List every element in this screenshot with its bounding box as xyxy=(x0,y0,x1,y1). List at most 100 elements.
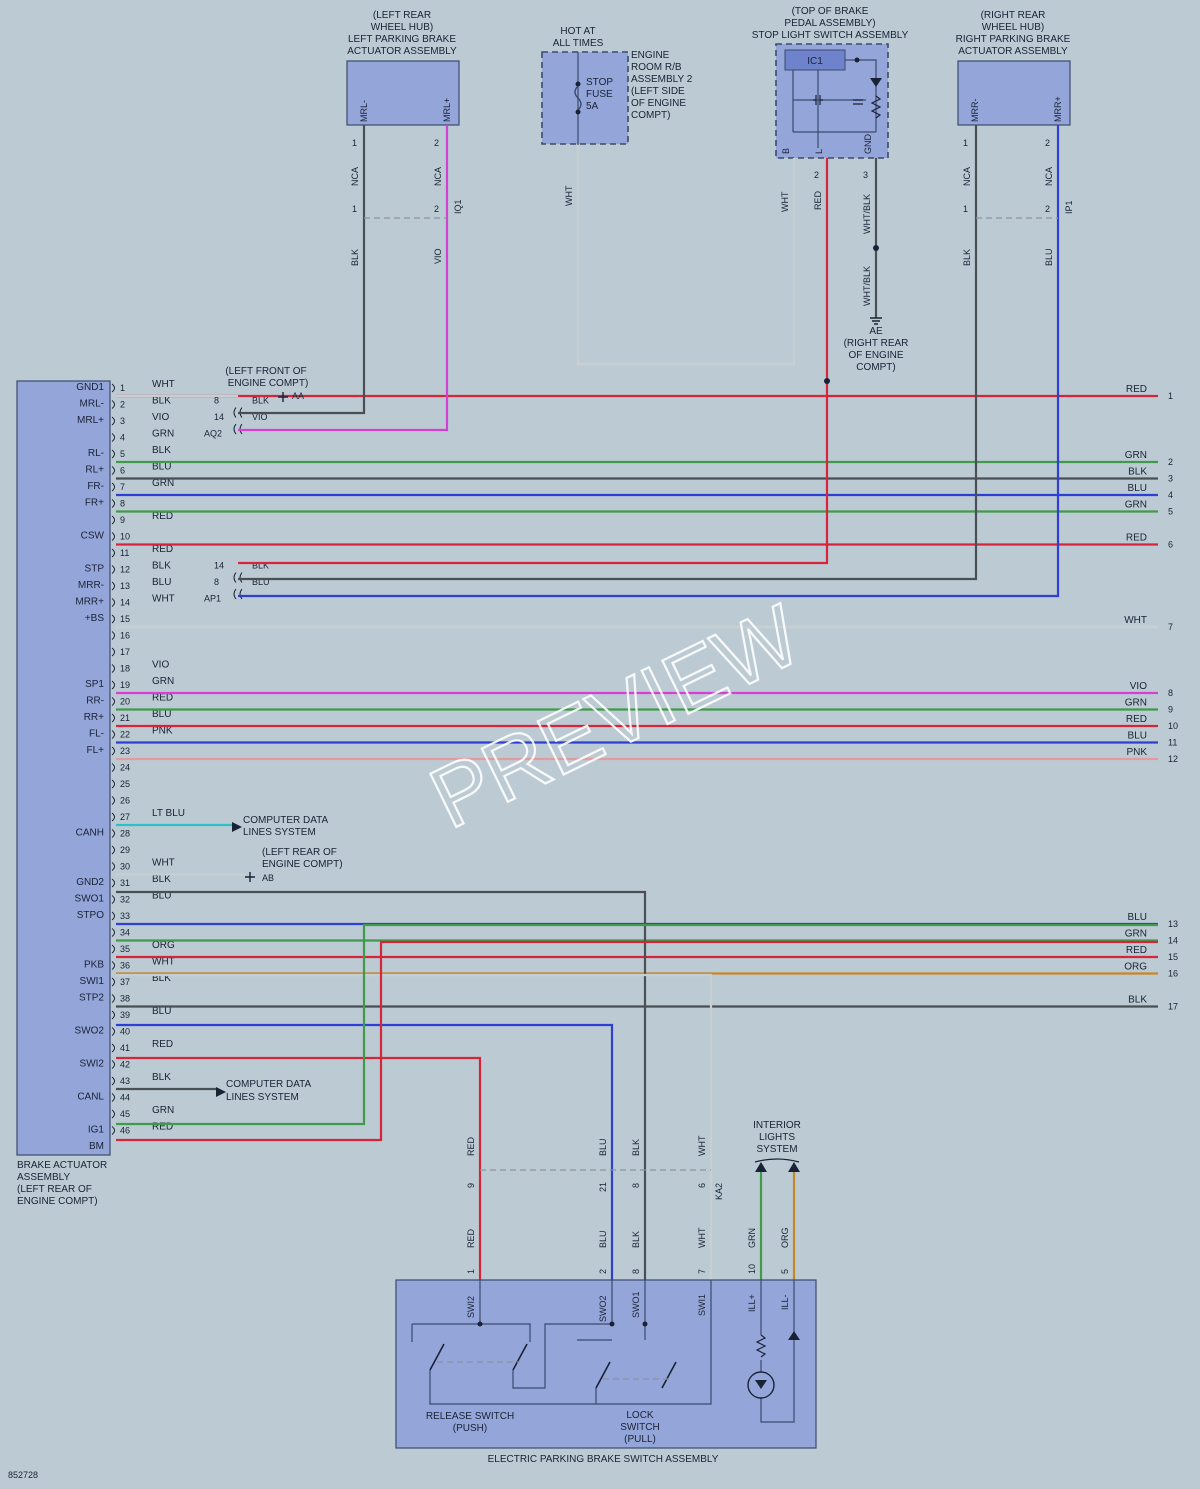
right-wire-number: 13 xyxy=(1168,919,1178,929)
fuse-node-bottom xyxy=(575,109,581,115)
ic1-label: IC1 xyxy=(807,56,823,67)
right-act-blu-label: BLU xyxy=(1044,248,1054,266)
connector-color: BLK xyxy=(252,396,269,406)
left-act-blk-label: BLK xyxy=(350,249,360,266)
ecu-pin-terminal xyxy=(111,680,115,690)
ecu-row-color: BLU xyxy=(152,891,171,902)
can-high-label-1: COMPUTER DATA xyxy=(243,815,329,826)
ecu-row-pin: 26 xyxy=(120,796,130,806)
arrow-icon xyxy=(216,1087,226,1097)
ecu-pin-label: PKB xyxy=(84,960,104,971)
ecu-row-color: LT BLU xyxy=(152,808,185,819)
stop-whtblk-label-1: WHT/BLK xyxy=(862,194,872,234)
ground-icon xyxy=(870,317,882,325)
relay-block-label-2: ROOM R/B xyxy=(631,62,682,73)
ecu-pin-terminal xyxy=(111,400,115,409)
right-act-blk-label: BLK xyxy=(962,249,972,266)
ecu-row-color: BLU xyxy=(152,462,171,473)
ecu-pin-label: RR- xyxy=(86,696,104,707)
ecu-row-color: WHT xyxy=(152,858,175,869)
ecu-pin-terminal xyxy=(111,730,115,739)
ecu-pin-terminal xyxy=(111,1027,115,1036)
right-wire-number: 11 xyxy=(1168,738,1177,748)
ecu-pin-label: CSW xyxy=(81,531,105,542)
ecu-row-pin: 6 xyxy=(120,466,125,476)
ecu-title-1: BRAKE ACTUATOR xyxy=(17,1160,107,1171)
ground-aa-id: AA xyxy=(292,391,304,401)
arrow-icon xyxy=(788,1162,800,1172)
right-wire-color: GRN xyxy=(1125,929,1147,940)
ecu-row-pin: 17 xyxy=(120,647,130,657)
right-actuator-title-3: RIGHT PARKING BRAKE xyxy=(956,34,1071,45)
ecu-row-pin: 43 xyxy=(120,1076,130,1086)
right-wire-color: RED xyxy=(1126,384,1147,395)
ecu-pin-label: SWI2 xyxy=(80,1059,105,1070)
ecu-pin-terminal xyxy=(111,1010,115,1020)
ecu-row-color: RED xyxy=(152,511,173,522)
right-wire-number: 2 xyxy=(1168,457,1173,467)
bottom-lower-pin-1: 1 xyxy=(466,1269,476,1274)
left-act-pin2: 2 xyxy=(434,138,439,148)
stop-switch-title-1: (TOP OF BRAKE xyxy=(792,6,869,17)
bottom-blu-label: BLU xyxy=(598,1138,608,1156)
ecu-row-pin: 33 xyxy=(120,911,130,921)
ecu-row-color: GRN xyxy=(152,429,174,440)
ground-icon xyxy=(245,872,255,882)
relay-block-label-1: ENGINE xyxy=(631,50,670,61)
right-actuator-title-2: WHEEL HUB) xyxy=(982,22,1044,33)
right-wire-number: 7 xyxy=(1168,622,1173,632)
ecu-pin-terminal xyxy=(111,713,115,723)
right-wire-color: WHT xyxy=(1124,615,1147,626)
right-wire-number: 6 xyxy=(1168,540,1173,550)
wire-swi1-wht xyxy=(116,973,713,1280)
ecu-row-color: GRN xyxy=(152,676,174,687)
ecu-pin-label: GND2 xyxy=(76,877,104,888)
ecu-row-pin: 45 xyxy=(120,1109,130,1119)
can-high-label-2: LINES SYSTEM xyxy=(243,827,316,838)
ecu-pin-terminal xyxy=(111,763,115,772)
right-wire-color: BLU xyxy=(1128,483,1147,494)
ecu-pin-label: CANH xyxy=(76,828,104,839)
switch-node xyxy=(642,1321,648,1327)
right-actuator-pin-mrr-minus: MRR- xyxy=(970,99,980,123)
ecu-row-color: WHT xyxy=(152,594,175,605)
ecu-row-pin: 36 xyxy=(120,961,130,971)
right-act-conn-pin1: 1 xyxy=(963,204,968,214)
left-actuator-pin-mrl-plus: MRL+ xyxy=(442,98,452,122)
left-actuator-title-3: LEFT PARKING BRAKE xyxy=(348,34,456,45)
switch-node xyxy=(854,57,860,63)
switch-icon xyxy=(429,1343,677,1389)
switch-pin-ill-minus: ILL- xyxy=(780,1294,790,1310)
ecu-row-pin: 16 xyxy=(120,631,130,641)
bottom-lower-blu: BLU xyxy=(598,1230,608,1248)
ecu-row-color: RED xyxy=(152,1039,173,1050)
stop-light-switch-assembly: (TOP OF BRAKE PEDAL ASSEMBLY) STOP LIGHT… xyxy=(752,6,909,159)
connector-cavity: 14 xyxy=(214,561,224,571)
ecu-pin-terminal xyxy=(111,1043,115,1053)
right-wire-color: ORG xyxy=(1124,962,1147,973)
left-act-conn-pin2: 2 xyxy=(434,204,439,214)
arrow-icon xyxy=(755,1162,767,1172)
ecu-pin-terminal xyxy=(111,779,115,789)
ecu-pin-terminal xyxy=(111,416,115,426)
bottom-lower-pin-8: 8 xyxy=(631,1269,641,1274)
capacitor-icon xyxy=(813,95,823,105)
ecu-pin-label: SP1 xyxy=(85,679,104,690)
ecu-pin-terminal xyxy=(111,598,115,607)
switch-assembly-box xyxy=(395,1279,817,1449)
connector-symbol xyxy=(233,572,243,583)
right-wire-number: 12 xyxy=(1168,754,1178,764)
ecu-pin-label: RL- xyxy=(88,448,104,459)
switch-pin-ill-plus: ILL+ xyxy=(747,1294,757,1312)
wire-fuse-wht xyxy=(576,145,796,366)
left-parking-brake-actuator: (LEFT REAR WHEEL HUB) LEFT PARKING BRAKE… xyxy=(346,10,460,126)
left-actuator-box xyxy=(346,60,460,126)
ecu-pin-label: IG1 xyxy=(88,1125,105,1136)
right-wire-number: 8 xyxy=(1168,688,1173,698)
connector-id: AQ2 xyxy=(204,429,222,439)
ecu-pin-label: FR+ xyxy=(85,498,104,509)
fuse-box-outline xyxy=(541,51,629,145)
right-act-conn-id: IP1 xyxy=(1064,200,1074,214)
stop-switch-pin-b: B xyxy=(781,148,791,154)
ecu-pin-label: MRR+ xyxy=(75,597,104,608)
